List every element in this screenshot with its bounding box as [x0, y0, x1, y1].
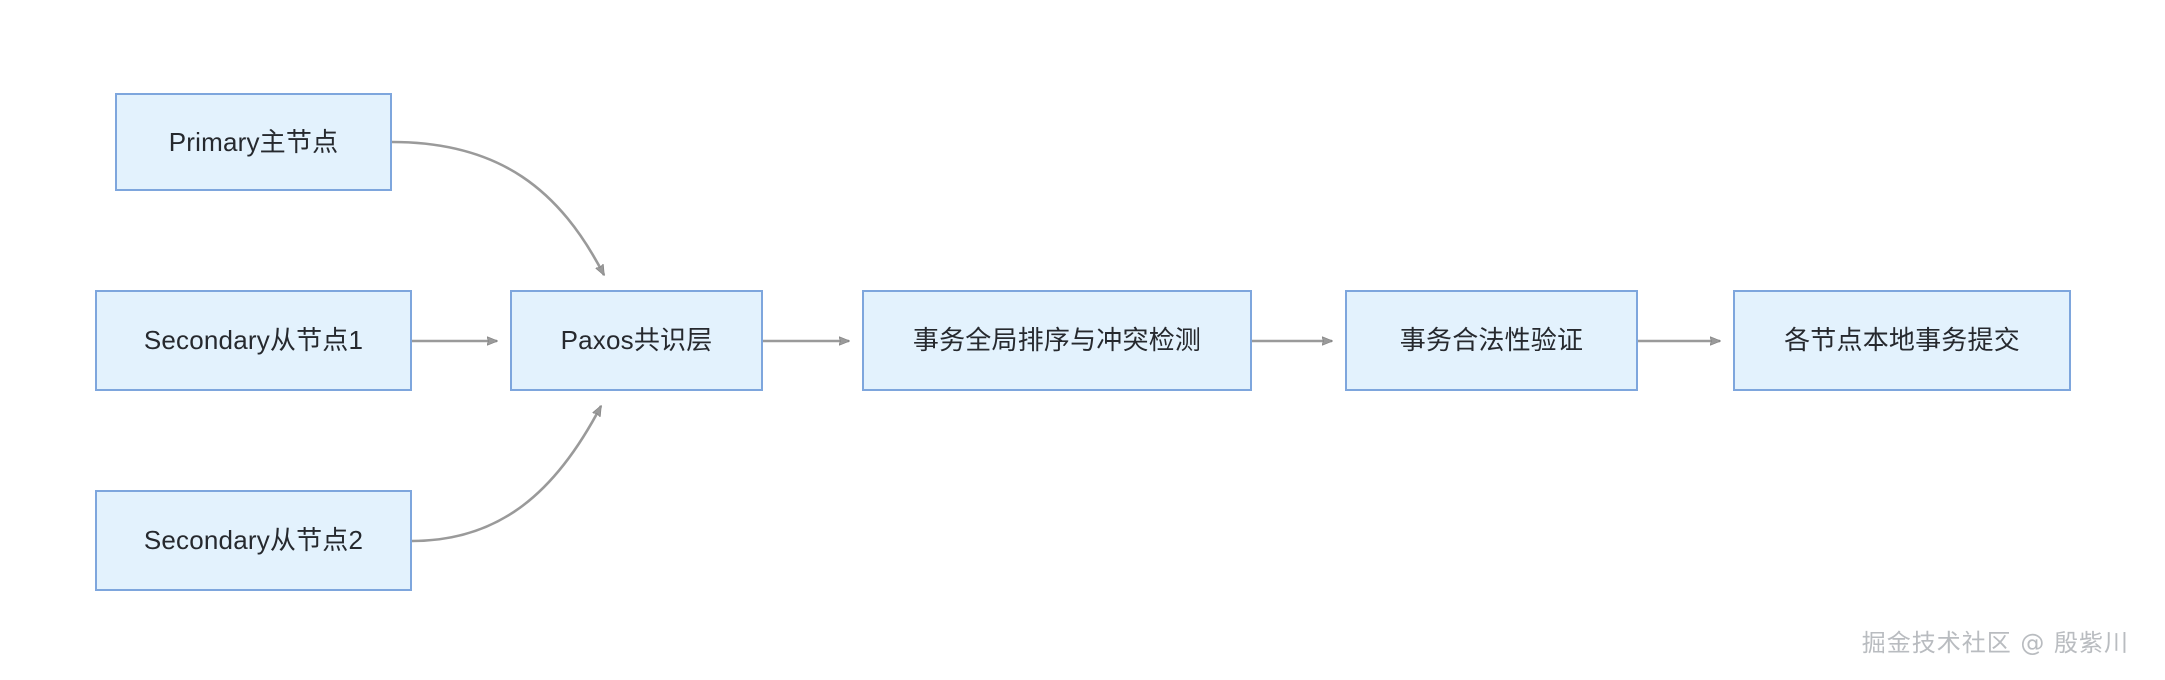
node-paxos-consensus-layer[interactable]: Paxos共识层: [510, 290, 763, 391]
node-secondary-2[interactable]: Secondary从节点2: [95, 490, 412, 591]
node-validation-label: 事务合法性验证: [1399, 325, 1584, 356]
watermark: 掘金技术社区 @ 殷紫川: [1861, 629, 2129, 657]
node-ordering-label: 事务全局排序与冲突检测: [912, 325, 1202, 356]
node-transaction-validation[interactable]: 事务合法性验证: [1345, 290, 1638, 391]
node-secondary-2-label: Secondary从节点2: [143, 525, 364, 556]
edge-secondary2-to-paxos: [411, 406, 603, 543]
node-primary-label: Primary主节点: [168, 126, 339, 157]
node-secondary-1-label: Secondary从节点1: [143, 325, 364, 356]
node-global-ordering-conflict-detection[interactable]: 事务全局排序与冲突检测: [862, 290, 1252, 391]
node-local-transaction-commit[interactable]: 各节点本地事务提交: [1733, 290, 2071, 391]
edge-primary-to-paxos: [391, 140, 606, 275]
node-commit-label: 各节点本地事务提交: [1784, 325, 2020, 356]
node-paxos-label: Paxos共识层: [560, 325, 713, 356]
node-primary[interactable]: Primary主节点: [115, 93, 392, 191]
node-secondary-1[interactable]: Secondary从节点1: [95, 290, 412, 391]
